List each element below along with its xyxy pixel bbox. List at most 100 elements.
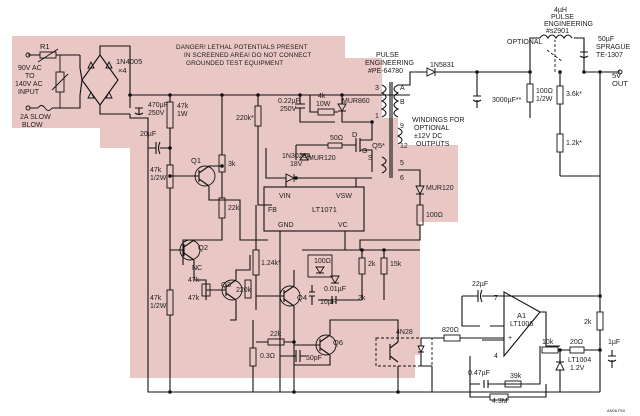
danger-line-1: DANGER! LETHAL POTENTIALS PRESENT [176,44,308,51]
zener-voltage: 18V [290,161,303,168]
resistor-1-24k [252,249,260,276]
pin-g-label: G [362,148,367,155]
c022-value: 0.22µF [278,98,300,105]
r4k-value: 4k [318,93,326,100]
r3k-value: 3k [228,161,236,168]
lt1004-part: LT1004 [568,357,591,364]
c001-value: 0.01µF [324,286,346,293]
resistor-10k [541,346,559,354]
danger-line-3: GROUNDED TEST EQUIPMENT [186,60,283,67]
r20-value: 20Ω [570,339,583,346]
lt1004-voltage: 1.2V [570,365,585,372]
r124k-value: 1.24k* [261,260,281,267]
c10-value: 10µF [320,299,336,306]
pin-b: B [400,99,405,106]
bulk-capacitor: 470µF 250V [134,102,168,117]
r12k-value: 1.2k* [566,140,582,147]
op-amp-a1: A1 LT1006 7 4 + [482,291,560,360]
cluster-box [307,254,333,278]
resistor-220k [254,105,262,127]
ac-input-section: R1 90V AC TO 140V AC INPUT 2A SLOW BLOW … [15,42,142,129]
a1-label: A1 [517,311,526,320]
lt1071-name: LT1071 [312,205,337,214]
r100-b-value: 100Ω [426,212,443,219]
nc-label: NC [192,265,202,272]
lt1071-fb: FB [268,207,277,214]
resistor-220k-q3 [244,279,252,299]
r22k-a-value: 22k [228,205,240,212]
mur120-a-label: MUR120 [308,155,336,162]
r220k-value: 220k* [236,115,254,122]
resistor-22k-a [218,197,226,219]
junction-dots [128,70,602,394]
output-terminal [617,69,623,75]
fuse-text-2: BLOW [22,122,43,129]
output-label: OUT [612,79,628,88]
pin-5: 5 [400,160,404,167]
r47k-lower-value: 47k [150,295,162,302]
c20uf-value: 20µF [140,131,156,138]
d1n5831-label: 1N5831 [430,62,455,69]
q1-label: Q1 [191,156,201,165]
pin-3: 3 [375,85,379,92]
resistor-3k [218,154,226,173]
ac-terminal-top [25,52,31,58]
q2-label: Q2 [198,243,208,252]
c50pf-value: 50pF [306,355,322,362]
r39k-value: 39k [510,373,522,380]
c1uf-value: 1µF [608,339,620,346]
xfmr-line-2: ENGINEERING [365,60,414,67]
resistor-820 [443,334,461,342]
resistor-100-half [526,83,534,103]
r4k-power: 10W [316,101,331,108]
c50-brand: SPRAGUE [596,44,631,51]
r22k-b-value: 22k [270,331,282,338]
r220k-b-value: 220k [236,287,252,294]
r43m-value: 4.3M [492,398,508,405]
inductor-line-3: ENGINEERING [544,21,593,28]
bridge-label: 1N4005 [116,57,142,66]
r47k-lower-power: 1/2W [150,303,167,310]
c022-voltage: 250V [280,106,297,113]
transistor-q6: Q6 [294,319,399,366]
r47k-half-value: 47k [150,167,162,174]
pin-1: 1 [375,113,379,120]
q4-label: Q4 [297,293,307,302]
resistor-15k [380,257,388,275]
pin-a: A [400,85,405,92]
transistor-q3: Q3 [206,279,243,301]
lt1071-gnd: GND [278,222,294,229]
optional-label: OPTIONAL [507,39,543,46]
resistor-100-ohm [416,204,424,226]
r15k-value: 15k [390,261,402,268]
windings-line-1: WINDINGS FOR [412,117,465,124]
a1-pin-7: 7 [494,295,498,302]
resistor-2k-b [358,257,366,275]
cap-bulk-voltage: 250V [148,110,165,117]
bridge-count: ×4 [118,66,127,75]
r2k-c-value: 2k [368,261,376,268]
r47k-half-power: 1/2W [150,175,167,182]
c50-value: 50µF [598,36,614,43]
r100-half-value: 100Ω [536,88,553,95]
r2k-right-value: 2k [584,319,592,326]
fuse-symbol [37,105,53,111]
r50-value: 50Ω [330,135,343,142]
output-voltage: 5V [612,71,621,80]
mur860-label: MUR860 [342,98,370,105]
lt1071-vc: VC [338,222,348,229]
windings-line-2: OPTIONAL [414,125,450,132]
inductor-line-2: PULSE [551,14,574,21]
r820-value: 820Ω [442,327,459,334]
transistor-q1: Q1 [170,156,216,187]
q3-label: Q3 [221,280,231,289]
resistor-2k-right [596,311,604,331]
r1-label: R1 [40,42,50,51]
c047-value: 0.47µF [468,370,490,377]
lt1071-vin: VIN [279,193,291,200]
resistor-20 [569,346,585,354]
c50-part: TE-1307 [596,52,623,59]
windings-line-4: OUTPUTS [416,141,450,148]
r47k-1w-value: 47k [177,103,189,110]
